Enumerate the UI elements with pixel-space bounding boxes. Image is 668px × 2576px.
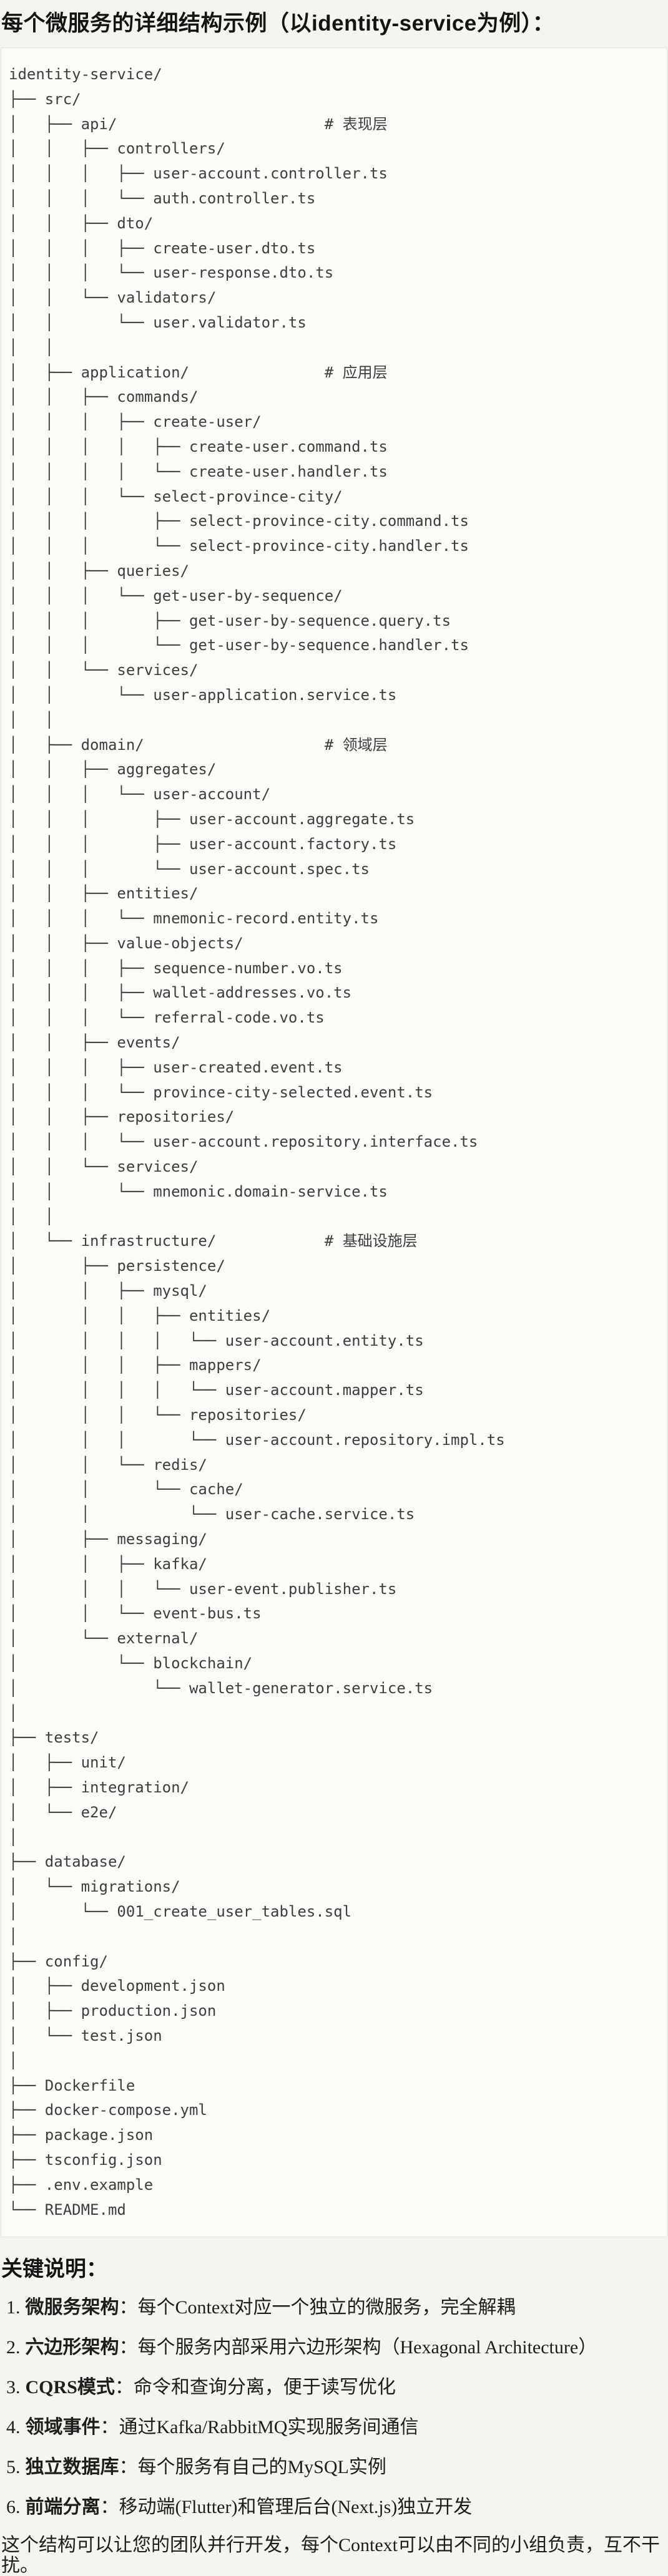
note-number: 3. [6, 2377, 21, 2398]
note-text: ：每个Context对应一个独立的微服务，完全解耦 [119, 2297, 516, 2318]
note-item-frontend: 6.前端分离：移动端(Flutter)和管理后台(Next.js)独立开发 [6, 2497, 667, 2517]
note-label: 前端分离 [25, 2497, 101, 2518]
notes-section: 关键说明： 1.微服务架构：每个Context对应一个独立的微服务，完全解耦 2… [0, 2258, 668, 2576]
closing-paragraph: 这个结构可以让您的团队并行开发，每个Context可以由不同的小组负责，互不干扰… [1, 2535, 660, 2576]
note-number: 6. [6, 2497, 21, 2518]
note-text: ：移动端(Flutter)和管理后台(Next.js)独立开发 [100, 2497, 473, 2518]
note-number: 4. [6, 2417, 21, 2438]
note-text: ：每个服务有自己的MySQL实例 [119, 2457, 386, 2478]
note-label: 六边形架构 [25, 2337, 119, 2358]
notes-list: 1.微服务架构：每个Context对应一个独立的微服务，完全解耦 2.六边形架构… [1, 2297, 667, 2517]
note-label: 独立数据库 [25, 2457, 119, 2478]
note-item-domain-events: 4.领域事件：通过Kafka/RabbitMQ实现服务间通信 [6, 2417, 667, 2437]
note-item-microservices: 1.微服务架构：每个Context对应一个独立的微服务，完全解耦 [6, 2297, 667, 2318]
note-text: ：每个服务内部采用六边形架构（Hexagonal Architecture） [119, 2337, 597, 2358]
note-number: 1. [6, 2297, 21, 2318]
note-label: 领域事件 [25, 2417, 101, 2438]
note-label: CQRS模式 [25, 2377, 115, 2398]
note-item-database: 5.独立数据库：每个服务有自己的MySQL实例 [6, 2457, 667, 2477]
notes-heading: 关键说明： [1, 2257, 107, 2282]
note-number: 5. [6, 2457, 21, 2478]
page-title: 每个微服务的详细结构示例（以identity-service为例）： [1, 11, 555, 36]
note-number: 2. [6, 2337, 21, 2358]
code-block: identity-service/ ├── src/ │ ├── api/ # … [1, 47, 667, 2238]
note-label: 微服务架构 [25, 2297, 119, 2318]
directory-tree: identity-service/ ├── src/ │ ├── api/ # … [9, 66, 505, 2219]
note-item-hexagonal: 2.六边形架构：每个服务内部采用六边形架构（Hexagonal Architec… [6, 2337, 667, 2358]
note-text: ：通过Kafka/RabbitMQ实现服务间通信 [100, 2417, 419, 2438]
note-text: ：命令和查询分离，便于读写优化 [114, 2377, 396, 2398]
note-item-cqrs: 3.CQRS模式：命令和查询分离，便于读写优化 [6, 2377, 667, 2398]
